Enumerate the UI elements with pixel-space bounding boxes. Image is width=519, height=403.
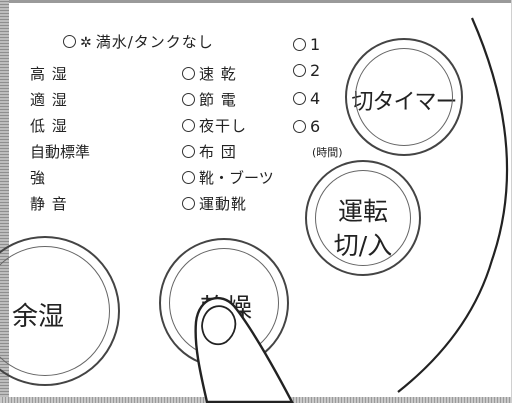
humidity-mode-label: 静 音 xyxy=(30,195,68,213)
dry-mode-label: 靴・ブーツ xyxy=(199,169,274,187)
dry-mode-label: 運動靴 xyxy=(199,195,248,213)
indicator-lamp xyxy=(293,64,306,77)
dry-mode-label: 布 団 xyxy=(199,143,237,161)
frame-top-edge xyxy=(0,0,519,3)
indicator-lamp xyxy=(293,38,306,51)
humidity-mode-label: 強 xyxy=(30,169,47,187)
timer-hour-label: 6 xyxy=(310,117,322,136)
indicator-lamp xyxy=(63,35,76,48)
indicator-lamp xyxy=(182,67,195,80)
frame-bottom-edge xyxy=(0,397,519,403)
timer-hour-label: 2 xyxy=(310,61,322,80)
timer-hour-item: 6 xyxy=(293,118,321,136)
water-indicator-label: 満水/タンクなし xyxy=(95,33,214,51)
indicator-lamp xyxy=(182,93,195,106)
timer-off-button-label: 切タイマー xyxy=(351,90,457,115)
timer-unit-label: (時間) xyxy=(312,146,343,159)
dry-mode-label: 速 乾 xyxy=(199,65,237,83)
dehumidify-button-label: 余湿 xyxy=(12,302,65,332)
power-button-label-line1: 運転 xyxy=(337,197,388,226)
humidity-mode-label: 適 湿 xyxy=(30,91,68,109)
indicator-lamp xyxy=(293,120,306,133)
dry-mode-item: 夜干し xyxy=(182,117,247,135)
frame-left-edge xyxy=(0,0,9,403)
dehumidify-button[interactable]: 余湿 xyxy=(0,236,120,386)
dry-mode-item: 靴・ブーツ xyxy=(182,169,274,187)
humidity-mode-label: 高 湿 xyxy=(30,65,68,83)
dry-button-label: 乾燥 xyxy=(165,288,287,325)
humidity-mode-label: 自動標準 xyxy=(30,143,91,161)
indicator-lamp xyxy=(293,92,306,105)
timer-hour-label: 1 xyxy=(310,35,322,54)
indicator-lamp xyxy=(182,119,195,132)
indicator-lamp xyxy=(182,171,195,184)
water-indicator: ✲満水/タンクなし xyxy=(63,33,214,52)
power-button-label-line2: 切/入 xyxy=(333,231,393,260)
timer-hour-item: 1 xyxy=(293,36,321,54)
timer-off-button[interactable]: 切タイマー xyxy=(345,38,463,156)
dry-mode-item: 布 団 xyxy=(182,143,237,161)
dry-mode-label: 夜干し xyxy=(199,117,248,135)
indicator-lamp xyxy=(182,145,195,158)
dry-button-label-char: 乾 xyxy=(199,294,226,324)
humidity-mode-label: 低 湿 xyxy=(30,117,68,135)
dry-mode-item: 運動靴 xyxy=(182,195,247,213)
dry-button[interactable]: 乾燥 xyxy=(159,238,289,368)
frame-right-edge xyxy=(511,0,519,403)
timer-hour-label: 4 xyxy=(310,89,322,108)
timer-hour-item: 4 xyxy=(293,90,321,108)
dry-mode-label: 節 電 xyxy=(199,91,237,109)
power-button[interactable]: 運転 切/入 xyxy=(305,160,421,276)
timer-hour-item: 2 xyxy=(293,62,321,80)
dry-button-label-char: 燥 xyxy=(226,294,253,324)
dry-mode-item: 節 電 xyxy=(182,91,237,109)
dry-mode-item: 速 乾 xyxy=(182,65,237,83)
indicator-lamp xyxy=(182,197,195,210)
snowflake-icon: ✲ xyxy=(80,35,93,51)
